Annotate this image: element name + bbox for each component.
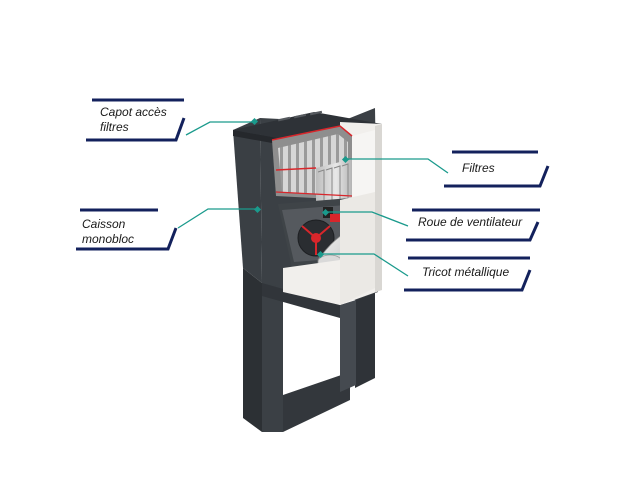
label-bracket <box>76 227 178 251</box>
label-anchor-dots <box>250 117 350 259</box>
cabinet-stand <box>243 268 375 432</box>
leader-caisson <box>177 208 257 229</box>
leader-tricot <box>320 253 409 277</box>
label-bracket <box>406 221 540 242</box>
leader-capot <box>185 121 254 136</box>
label-caisson: Caisson monobloc <box>76 208 178 251</box>
cabinet <box>233 108 382 432</box>
label-bracket <box>86 117 186 142</box>
cabinet-left-side <box>233 118 262 283</box>
label-filtres-text: Filtres <box>462 161 495 175</box>
leader-lines <box>177 121 449 277</box>
filter-access-cover <box>233 112 382 142</box>
filter-chamber <box>271 125 356 210</box>
label-tricot: Tricot métallique <box>404 256 532 292</box>
label-caisson-line2: monobloc <box>82 232 134 246</box>
label-caisson-line1: Caisson <box>82 217 126 231</box>
label-tricot-text: Tricot métallique <box>422 265 509 279</box>
label-bracket <box>404 269 532 292</box>
label-roue: Roue de ventilateur <box>406 208 540 242</box>
cover-vent-slots <box>277 110 323 122</box>
leader-filtres <box>345 158 449 174</box>
leader-roue <box>326 211 409 227</box>
label-capot-line1: Capot accès <box>100 105 167 119</box>
label-roue-text: Roue de ventilateur <box>418 215 523 229</box>
label-bracket <box>444 165 550 188</box>
label-capot-line2: filtres <box>100 120 129 134</box>
label-capot: Capot accès filtres <box>86 98 186 142</box>
cabinet-lower-panel <box>283 260 340 305</box>
pleated-filter <box>316 158 356 210</box>
label-filtres: Filtres <box>444 150 550 188</box>
